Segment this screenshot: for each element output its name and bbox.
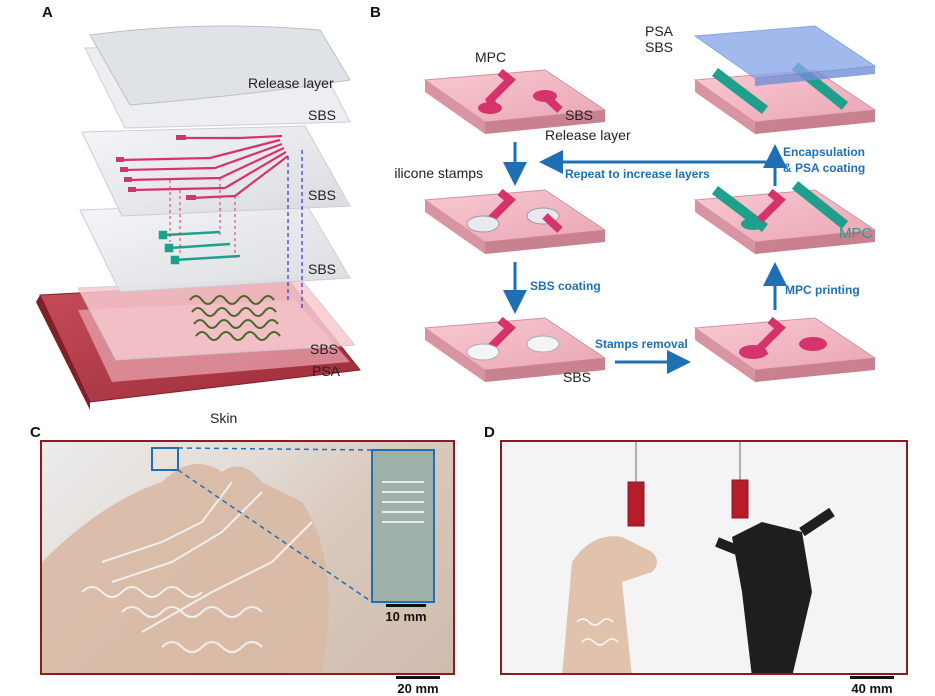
label-mpc-top: MPC: [475, 49, 506, 65]
step3-substrate: [423, 316, 607, 382]
label-sbs-mid2: SBS: [308, 261, 336, 277]
inset-highlight-box: [151, 447, 179, 471]
panel-b-letter: B: [370, 4, 381, 21]
skin-layer-edge: [36, 295, 90, 410]
label-sbs-mid1: SBS: [308, 187, 336, 203]
label-mpc-printing: MPC printing: [785, 283, 860, 297]
label-release-layer: Release layer: [248, 75, 334, 91]
label-sbs-coating: SBS coating: [530, 279, 601, 293]
serpentine-traces: [189, 295, 281, 341]
label-skin: Skin: [210, 410, 237, 426]
panel-c-scale-label: 20 mm: [397, 681, 439, 696]
hand-illustration: [42, 447, 435, 673]
inset-zoom: [371, 449, 435, 603]
panel-c-inset-scalebar: 10 mm: [376, 604, 436, 624]
label-sbs-step1: SBS: [565, 107, 593, 123]
label-encapsulation-1: Encapsulation: [783, 145, 865, 159]
panel-a-diagram: Release layer SBS SBS SBS SBS PSA Skin: [36, 25, 361, 426]
label-silicone-stamps: Silicone stamps: [395, 165, 483, 181]
step2-substrate: [423, 188, 607, 254]
arrow-repeat: [539, 150, 777, 186]
label-psa-b: PSA: [645, 23, 674, 39]
step4-substrate: [693, 316, 877, 382]
label-release-layer-b: Release layer: [545, 127, 631, 143]
label-encapsulation-2: & PSA coating: [783, 161, 865, 175]
inset-scale-label: 10 mm: [385, 609, 427, 624]
step6-substrate: [693, 25, 877, 134]
step1-substrate: [423, 68, 607, 134]
label-mpc-step5: MPC: [839, 225, 873, 242]
panel-d-scale-label: 40 mm: [851, 681, 893, 696]
label-sbs-top: SBS: [308, 107, 336, 123]
panel-a-letter: A: [42, 4, 53, 21]
label-psa: PSA: [312, 363, 341, 379]
label-repeat: Repeat to increase layers: [565, 167, 710, 181]
label-sbs-step3: SBS: [563, 369, 591, 385]
panel-b-diagram: MPC SBS Release layer Silicone stamps SB…: [395, 23, 877, 385]
sbs-mid2-layer: [79, 201, 351, 293]
step5-substrate: [693, 181, 877, 254]
panel-d-scalebar: 40 mm: [842, 676, 902, 696]
label-sbs-bottom: SBS: [310, 341, 338, 357]
panel-c-letter: C: [30, 424, 41, 441]
teal-contacts: [158, 230, 241, 265]
panel-d-letter: D: [484, 424, 495, 441]
panel-c-photo: [40, 440, 455, 675]
panel-c-scalebar: 20 mm: [388, 676, 448, 696]
syringe-illustration: [562, 442, 835, 673]
release-layer: [89, 25, 351, 106]
label-sbs-final: SBS: [645, 39, 673, 55]
label-stamps-removal: Stamps removal: [595, 337, 688, 351]
panel-d-photo: [500, 440, 908, 675]
